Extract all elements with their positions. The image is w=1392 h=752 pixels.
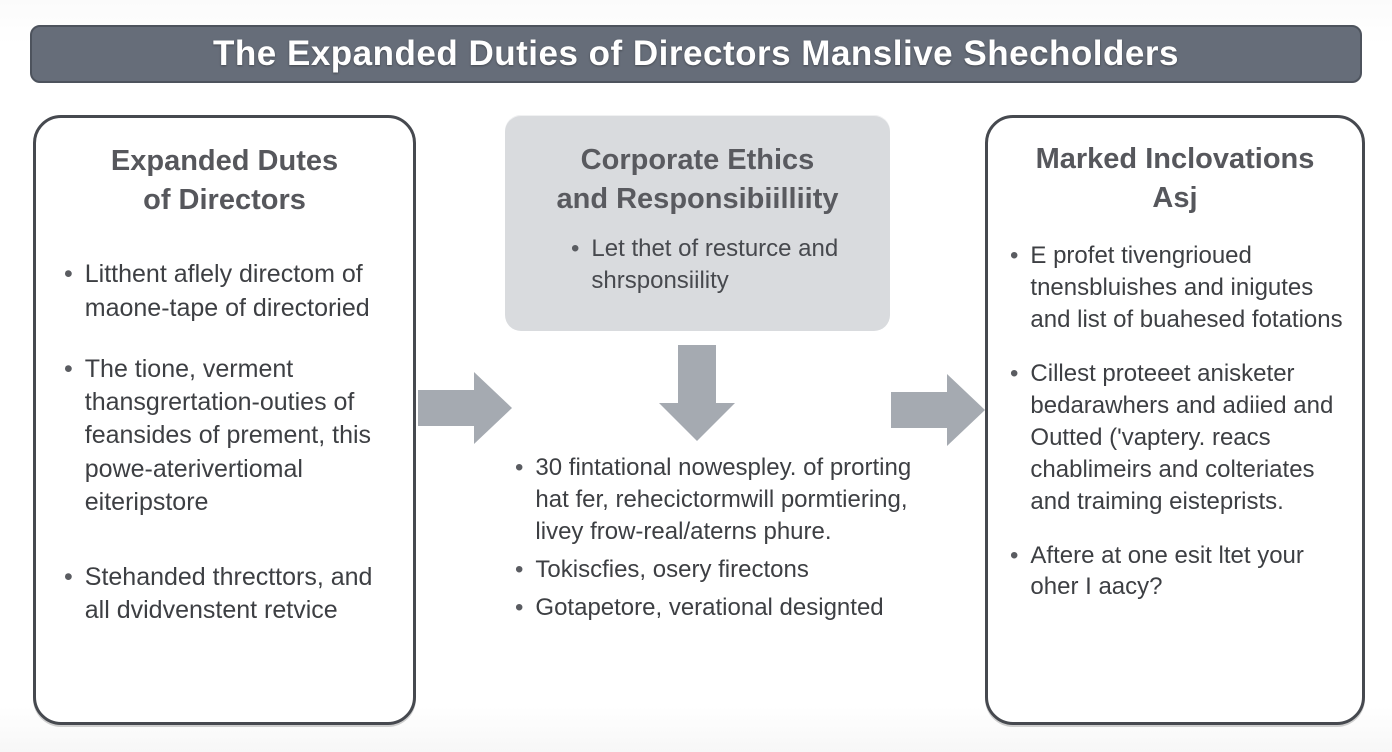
list-item: • 30 fintational nowespley. of prorting … xyxy=(515,452,915,548)
bullet-text: Let thet of resturce and shrsponsiility xyxy=(591,235,839,295)
bullet-icon: • xyxy=(1010,242,1019,270)
bullet-text: E profet tivengrioued tnensbluishes and … xyxy=(1030,242,1343,334)
bullet-icon: • xyxy=(1010,360,1019,387)
list-item: • The tione, verment thansgrertation-out… xyxy=(64,353,399,519)
bullet-text: 30 fintational nowespley. of prorting ha… xyxy=(535,454,912,545)
list-item: • E profet tivengrioued tnensbluishes an… xyxy=(1010,240,1352,336)
left-box-heading: Expanded Dutes of Directors xyxy=(36,142,413,220)
bullet-text: Gotapetore, verational designted xyxy=(535,593,884,621)
right-box-heading: Marked Inclovations Asj xyxy=(988,140,1362,218)
arrow-right-icon xyxy=(418,372,512,444)
bullet-icon: • xyxy=(64,260,73,289)
bullet-icon: • xyxy=(515,555,524,583)
list-item: • Tokiscfies, osery firectons xyxy=(515,554,915,586)
bullet-text: Litthent aflely directom of maone-tape o… xyxy=(84,260,370,322)
arrow-down-icon xyxy=(659,345,735,441)
arrow-head xyxy=(659,403,735,441)
bullet-text: Aftere at one esit ltet your oher I aacy… xyxy=(1030,541,1304,601)
arrow-right-icon xyxy=(891,374,985,446)
list-item: • Stehanded threcttors, and all dvidvens… xyxy=(64,561,399,628)
list-item: • Gotapetore, verational designted xyxy=(515,592,915,624)
bullet-icon: • xyxy=(64,354,73,383)
list-item: • Let thet of resturce and shrsponsiilit… xyxy=(571,233,870,297)
left-box-expanded-duties: Expanded Dutes of Directors • Litthent a… xyxy=(33,115,416,725)
middle-box-heading-line2: and Responsibiilliity xyxy=(556,183,839,216)
arrow-shaft xyxy=(891,392,949,428)
list-item: • Cillest proteeet anisketer bedarawhers… xyxy=(1010,358,1352,518)
bullet-text: The tione, verment thansgrertation-outie… xyxy=(84,354,372,516)
middle-box-heading: Corporate Ethics and Responsibiilliity xyxy=(505,141,890,219)
title-bar: The Expanded Duties of Directors Mansliv… xyxy=(30,25,1362,83)
middle-box-corporate-ethics: Corporate Ethics and Responsibiilliity •… xyxy=(505,115,890,331)
bullet-text: Cillest proteeet anisketer bedarawhers a… xyxy=(1030,360,1334,515)
bullet-text: Stehanded threcttors, and all dvidvenste… xyxy=(84,563,373,625)
middle-lower-bullet-list: • 30 fintational nowespley. of prorting … xyxy=(515,452,915,624)
left-box-bullet-list: • Litthent aflely directom of maone-tape… xyxy=(36,258,413,627)
list-item: • Aftere at one esit ltet your oher I aa… xyxy=(1010,540,1352,604)
right-box-heading-line2: Asj xyxy=(1152,182,1198,215)
arrow-head xyxy=(947,374,985,446)
right-box-marked-inclovations: Marked Inclovations Asj • E profet tiven… xyxy=(985,115,1365,725)
bullet-text: Tokiscfies, osery firectons xyxy=(535,555,809,583)
middle-box-bullet-list: • Let thet of resturce and shrsponsiilit… xyxy=(505,233,890,297)
left-box-heading-line2: of Directors xyxy=(143,184,306,217)
list-item: • Litthent aflely directom of maone-tape… xyxy=(64,258,399,325)
middle-box-heading-line1: Corporate Ethics xyxy=(580,144,815,176)
page-title: The Expanded Duties of Directors Mansliv… xyxy=(213,34,1179,73)
bullet-icon: • xyxy=(64,563,73,592)
arrow-shaft xyxy=(418,390,476,426)
bullet-icon: • xyxy=(571,235,580,263)
right-box-heading-line1: Marked Inclovations xyxy=(1035,143,1315,175)
bullet-icon: • xyxy=(515,454,524,481)
right-box-bullet-list: • E profet tivengrioued tnensbluishes an… xyxy=(988,240,1362,603)
left-box-heading-line1: Expanded Dutes xyxy=(110,145,339,177)
arrow-head xyxy=(474,372,512,444)
bullet-icon: • xyxy=(515,593,524,621)
bullet-icon: • xyxy=(1010,541,1019,569)
arrow-shaft xyxy=(678,345,716,405)
